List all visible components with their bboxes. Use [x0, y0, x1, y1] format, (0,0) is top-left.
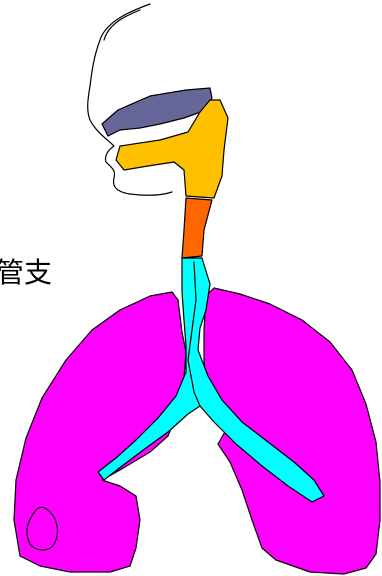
bronchi-label: 管支 — [0, 256, 52, 289]
larynx — [182, 198, 212, 258]
